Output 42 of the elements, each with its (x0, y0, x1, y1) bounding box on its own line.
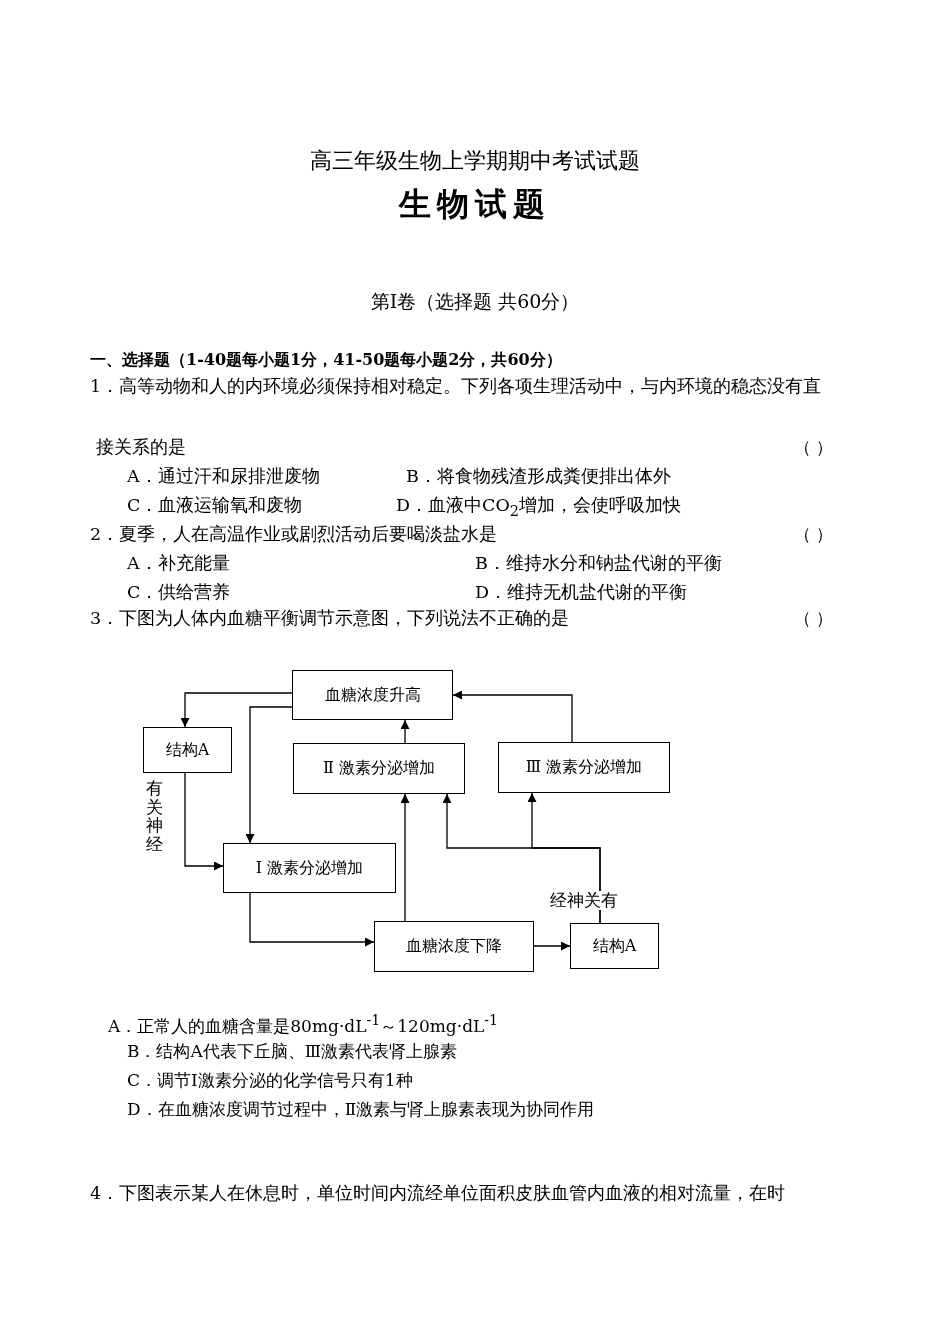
arrow (452, 690, 573, 743)
answer-option: C．供给营养 (127, 582, 231, 603)
section-heading: 第Ⅰ卷（选择题 共60分） (369, 290, 581, 313)
question-text: 1．高等动物和人的内环境必须保持相对稳定。下列各项生理活动中，与内环境的稳态没有直 (90, 375, 823, 398)
edge-label: 经神关有 (550, 891, 618, 910)
process-box: Ⅲ 激素分泌增加 (498, 742, 670, 793)
question-text: 2．夏季，人在高温作业或剧烈活动后要喝淡盐水是 (90, 524, 498, 545)
answer-bracket: （ ） (794, 608, 834, 629)
process-box: 结构A (143, 727, 232, 773)
answer-option: D．血液中CO$_{2}$增加，会使呼吸加快 (396, 495, 682, 519)
answer-option: C．血液运输氧和废物 (127, 495, 303, 516)
process-box: Ⅰ 激素分泌增加 (223, 843, 396, 893)
answer-option: B．结构A代表下丘脑、Ⅲ激素代表肾上腺素 (127, 1041, 458, 1062)
process-box: Ⅱ 激素分泌增加 (293, 743, 465, 794)
answer-option: A．补充能量 (127, 553, 230, 574)
answer-option: C．调节Ⅰ激素分泌的化学信号只有1种 (127, 1070, 413, 1091)
exam-title: 高三年级生物上学期期中考试试题 (309, 148, 641, 175)
arrow (184, 772, 224, 871)
answer-option: D．在血糖浓度调节过程中，Ⅱ激素与肾上腺素表现为协同作用 (127, 1099, 595, 1120)
answer-option: B．维持水分和钠盐代谢的平衡 (475, 553, 722, 574)
arrow (527, 792, 601, 924)
answer-option: B．将食物残渣形成粪便排出体外 (406, 466, 671, 487)
answer-option: A．正常人的血糖含量是80mg·dL$^{-1}$～120mg·dL$^{-1}$ (108, 1012, 499, 1037)
answer-bracket: （ ） (794, 437, 834, 458)
arrow (245, 706, 293, 844)
arrow (180, 692, 293, 728)
question-text: 4．下图表示某人在休息时，单位时间内流经单位面积皮肤血管内血液的相对流量，在时 (90, 1183, 786, 1204)
section-heading: 一、选择题（1-40题每小题1分，41-50题每小题2分，共60分） (90, 350, 562, 370)
question-text: 3．下图为人体内血糖平衡调节示意图，下列说法不正确的是 (90, 608, 570, 629)
arrow (249, 892, 375, 947)
arrow (533, 941, 571, 951)
arrow (400, 719, 410, 744)
edge-label: 有关神经 (146, 779, 163, 854)
answer-option: A．通过汗和尿排泄废物 (127, 466, 320, 487)
answer-option: D．维持无机盐代谢的平衡 (475, 582, 688, 603)
arrow (400, 793, 410, 922)
process-box: 结构A (570, 923, 659, 969)
process-box: 血糖浓度升高 (292, 670, 453, 720)
heading: 生物试题 (397, 185, 552, 224)
process-box: 血糖浓度下降 (374, 921, 534, 972)
answer-bracket: （ ） (794, 524, 834, 545)
question-text: 接关系的是 (96, 437, 186, 458)
